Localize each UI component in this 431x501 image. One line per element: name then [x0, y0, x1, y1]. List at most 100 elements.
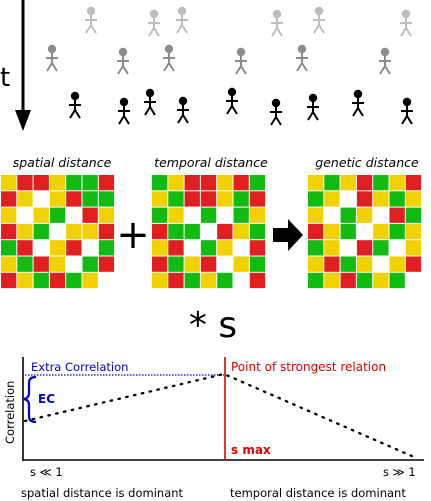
matrix-2-cell-2-1: [168, 207, 184, 223]
matrix-3-cell-3-5: [389, 223, 405, 240]
matrix-3-cell-3-1: [324, 223, 340, 240]
people-generations: [45, 5, 414, 126]
matrix-2-cell-2-2: [184, 207, 200, 223]
temporal-distance-matrix: [152, 175, 266, 289]
matrix-1-cell-5-4: [66, 256, 82, 272]
matrix-2-cell-0-3: [200, 175, 217, 191]
matrix-3-cell-1-0: [308, 191, 324, 207]
matrix-2-cell-6-3: [200, 272, 217, 289]
matrix-2-cell-3-4: [217, 223, 233, 240]
matrix-3-cell-2-3: [356, 207, 373, 223]
matrix-2-cell-5-0: [152, 256, 168, 272]
matrix-1-cell-1-1: [17, 191, 33, 207]
matrix-3-cell-6-6: [405, 272, 422, 289]
strongest-relation-label: Point of strongest relation: [231, 360, 386, 374]
matrix-1-cell-5-1: [17, 256, 33, 272]
matrix-1-cell-5-3: [49, 256, 66, 272]
matrix-2-cell-0-0: [152, 175, 168, 191]
matrix-1-cell-2-1: [17, 207, 33, 223]
matrix-2-cell-1-5: [233, 191, 249, 207]
matrix-3-cell-3-3: [356, 223, 373, 240]
correlation-curve: [23, 372, 416, 459]
left-caption: spatial distance is dominant: [21, 486, 184, 500]
matrix-1-cell-6-5: [82, 272, 98, 289]
matrix-3-cell-3-6: [405, 223, 422, 240]
matrix-3-cell-6-0: [308, 272, 324, 289]
matrix-3-cell-5-5: [389, 256, 405, 272]
matrix-3-cell-0-6: [405, 175, 422, 191]
matrix-1-cell-0-0: [1, 175, 17, 191]
matrix-1-cell-0-3: [49, 175, 66, 191]
matrix-3-cell-5-2: [340, 256, 356, 272]
matrix-3-cell-2-4: [373, 207, 389, 223]
person-gen-2-6: [378, 46, 392, 75]
person-gen-2-2: [116, 46, 130, 75]
matrix-2-cell-1-4: [217, 191, 233, 207]
matrix-3-cell-5-3: [356, 256, 373, 272]
matrix-1-cell-0-1: [17, 175, 33, 191]
time-axis-label: t: [0, 63, 10, 93]
matrix-2-cell-4-5: [233, 240, 249, 256]
matrix-3-cell-2-0: [308, 207, 324, 223]
matrix-1-cell-4-5: [82, 240, 98, 256]
matrix-2-cell-1-1: [168, 191, 184, 207]
matrix-1-cell-0-5: [82, 175, 98, 191]
matrix-2-cell-6-1: [168, 272, 184, 289]
matrix-1-cell-5-5: [82, 256, 98, 272]
matrix-1-cell-3-6: [98, 223, 115, 240]
matrix-3-cell-3-2: [340, 223, 356, 240]
matrix-3-cell-5-0: [308, 256, 324, 272]
matrix-1-cell-6-3: [49, 272, 66, 289]
matrix-2-cell-2-4: [217, 207, 233, 223]
matrix-2-cell-5-4: [217, 256, 233, 272]
matrix-1-cell-4-0: [1, 240, 17, 256]
person-gen-1-1: [84, 5, 98, 35]
result-arrow-icon: [273, 219, 303, 251]
matrix-3-cell-2-1: [324, 207, 340, 223]
ec-label: EC: [38, 392, 55, 406]
matrix-1-cell-4-4: [66, 240, 82, 256]
matrix-3-cell-4-4: [373, 240, 389, 256]
person-gen-3-1: [68, 90, 82, 119]
matrix-2-cell-6-6: [249, 272, 266, 289]
person-gen-1-3: [175, 5, 189, 35]
person-gen-1-6: [399, 8, 413, 38]
matrix-3-cell-1-5: [389, 191, 405, 207]
matrix-3-cell-0-3: [356, 175, 373, 191]
right-caption: temporal distance is dominant: [230, 486, 406, 500]
temporal-distance-label: temporal distance: [154, 155, 268, 170]
matrix-3-cell-4-3: [356, 240, 373, 256]
matrix-3-cell-0-2: [340, 175, 356, 191]
matrix-2-cell-3-0: [152, 223, 168, 240]
matrix-3-cell-2-6: [405, 207, 422, 223]
matrix-1-cell-6-6: [98, 272, 115, 289]
matrix-1-cell-6-4: [66, 272, 82, 289]
matrix-3-cell-5-1: [324, 256, 340, 272]
matrix-1-cell-4-6: [98, 240, 115, 256]
matrix-1-cell-3-2: [33, 223, 49, 240]
matrix-2-cell-2-0: [152, 207, 168, 223]
person-gen-1-4: [270, 8, 284, 38]
matrix-2-cell-5-2: [184, 256, 200, 272]
correlation-plot: Correlation Extra Correlation EC Point o…: [3, 357, 424, 500]
matrix-2-cell-4-1: [168, 240, 184, 256]
matrix-2-cell-4-3: [200, 240, 217, 256]
matrix-3-cell-1-4: [373, 191, 389, 207]
person-gen-3-3: [143, 87, 157, 116]
matrix-1-cell-1-2: [33, 191, 49, 207]
matrix-1-cell-0-2: [33, 175, 49, 191]
matrix-3-cell-6-4: [373, 272, 389, 289]
matrix-1-cell-5-2: [33, 256, 49, 272]
matrix-2-cell-6-0: [152, 272, 168, 289]
matrix-2-cell-0-6: [249, 175, 266, 191]
matrix-3-cell-3-4: [373, 223, 389, 240]
matrix-2-cell-2-5: [233, 207, 249, 223]
matrix-1-cell-3-5: [82, 223, 98, 240]
matrix-1-cell-2-0: [1, 207, 17, 223]
matrix-1-cell-1-4: [66, 191, 82, 207]
genetic-distance-label: genetic distance: [315, 155, 419, 170]
matrix-2-cell-5-1: [168, 256, 184, 272]
matrix-1-cell-2-3: [49, 207, 66, 223]
matrix-2-cell-1-3: [200, 191, 217, 207]
matrix-3-cell-0-0: [308, 175, 324, 191]
